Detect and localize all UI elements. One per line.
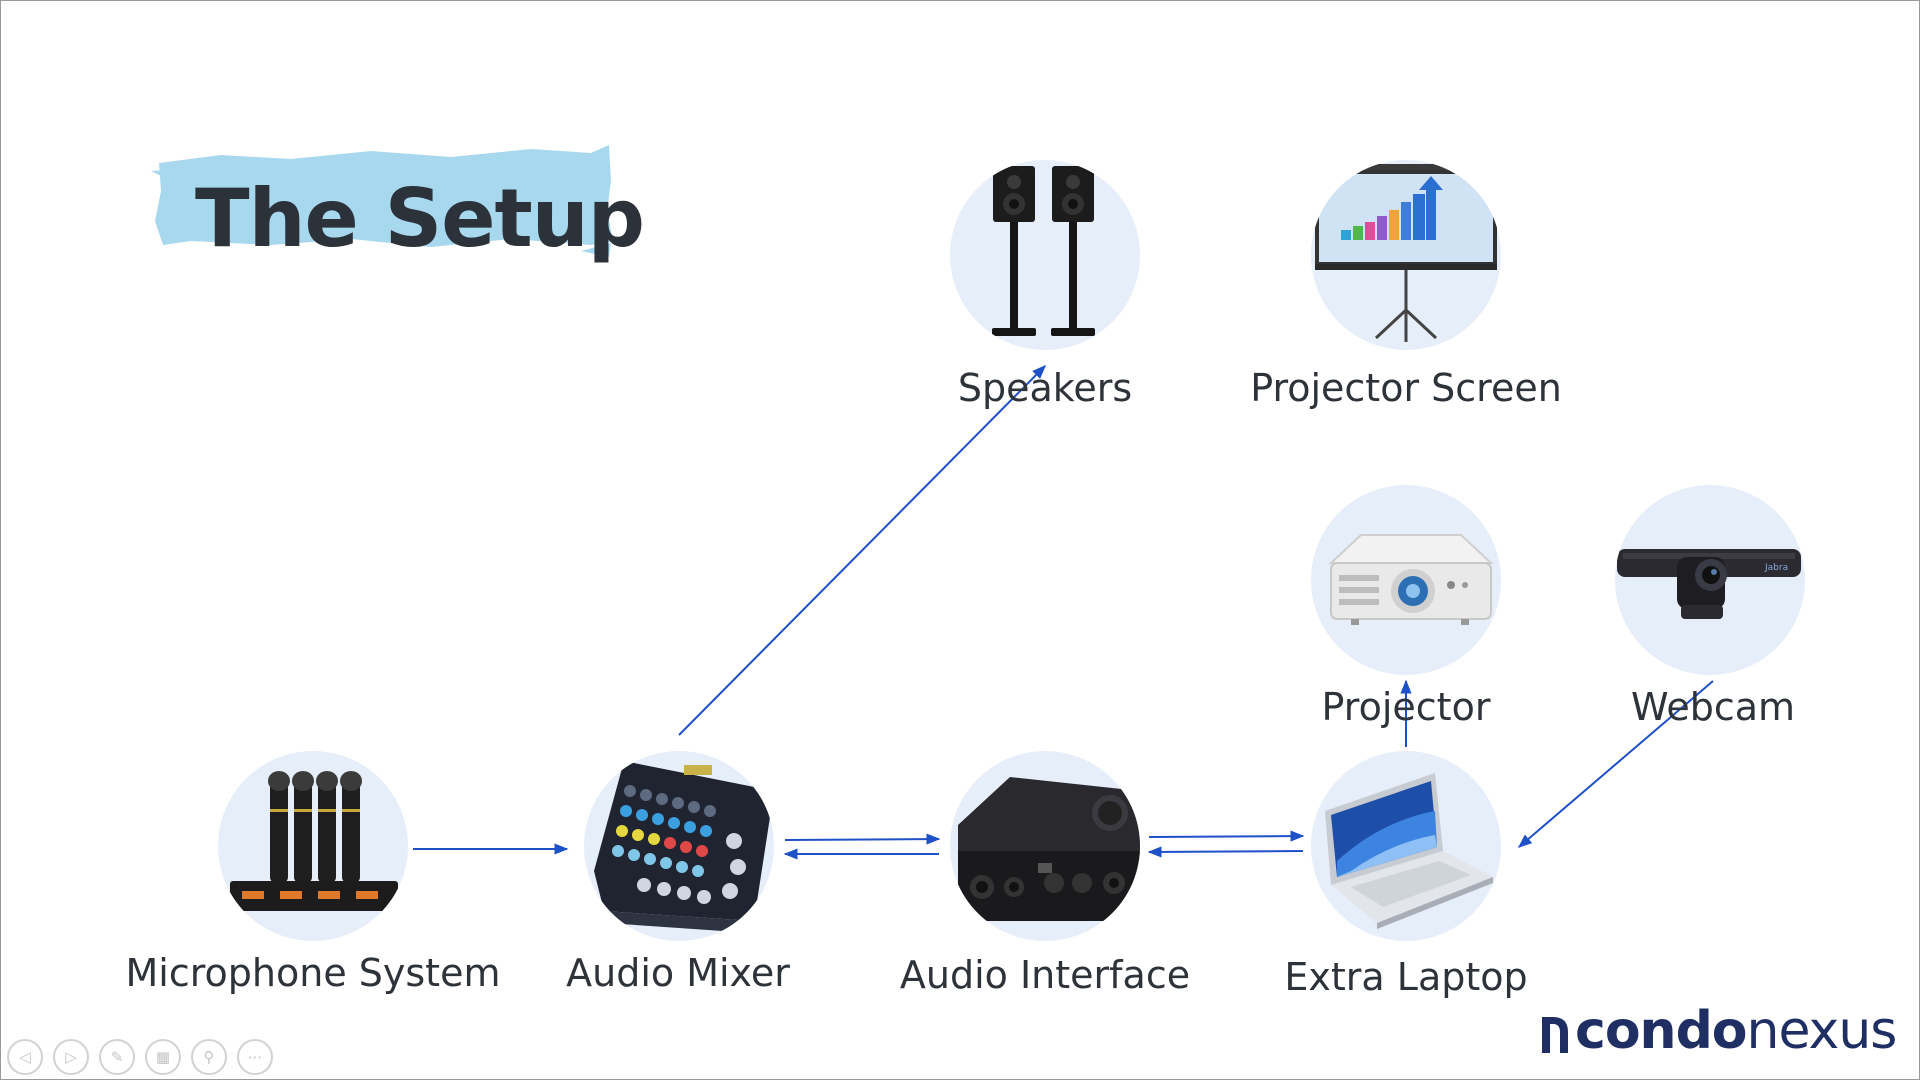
projector-screen-node	[1311, 160, 1501, 350]
extra-laptop-node	[1311, 751, 1501, 941]
pen-button[interactable]: ✎	[99, 1039, 135, 1075]
microphone-system-label: Microphone System	[125, 951, 501, 995]
audio-interface-node	[950, 751, 1140, 941]
audio-interface-icon	[958, 777, 1140, 921]
more-button[interactable]: ⋯	[237, 1039, 273, 1075]
title-block: The Setup	[151, 141, 645, 281]
webcam-label: Webcam	[1630, 685, 1796, 729]
connector-webcam-to-laptop	[1517, 680, 1714, 848]
projector-icon	[1328, 534, 1494, 625]
speakers-icon	[992, 166, 1095, 336]
previous-button[interactable]: ◁	[7, 1039, 43, 1075]
svg-text:Jabra: Jabra	[1764, 563, 1788, 573]
next-button[interactable]: ▷	[53, 1039, 89, 1075]
brand-name-bold: condo	[1575, 1001, 1748, 1061]
zoom-icon: ⚲	[203, 1048, 215, 1066]
projector-label: Projector	[1321, 685, 1491, 729]
projector-node	[1311, 485, 1501, 675]
microphone-system-icon	[230, 771, 398, 911]
speakers-node	[950, 160, 1140, 350]
slides-grid-icon: ▦	[155, 1048, 171, 1066]
projector-screen-label: Projector Screen	[1250, 366, 1562, 410]
presentation-controls: ◁ ▷ ✎ ▦ ⚲ ⋯	[7, 1039, 273, 1075]
audio-interface-label: Audio Interface	[899, 953, 1191, 997]
connector-mixer-to-speakers	[678, 365, 1046, 736]
speakers-label: Speakers	[957, 366, 1133, 410]
brush-highlight	[151, 145, 613, 257]
next-icon: ▷	[65, 1048, 77, 1066]
connector-laptop-to-interface	[1147, 846, 1304, 858]
slide-title: The Setup	[195, 172, 645, 265]
audio-mixer-node	[584, 751, 774, 941]
audio-mixer-label: Audio Mixer	[566, 951, 790, 995]
projector-screen-icon	[1313, 164, 1499, 342]
extra-laptop-label: Extra Laptop	[1284, 955, 1528, 999]
connector-interface-to-laptop	[1148, 830, 1305, 842]
slides-grid-button[interactable]: ▦	[145, 1039, 181, 1075]
pen-icon: ✎	[110, 1048, 124, 1066]
zoom-button[interactable]: ⚲	[191, 1039, 227, 1075]
laptop-icon	[1325, 773, 1493, 929]
audio-mixer-icon	[594, 761, 774, 933]
more-icon: ⋯	[247, 1048, 263, 1066]
brand-mark-icon	[1542, 1017, 1568, 1053]
microphone-system-node	[218, 751, 408, 941]
connector-mixer-to-interface	[784, 833, 941, 845]
webcam-icon: Jabra	[1617, 549, 1801, 619]
brand-name-light: nexus	[1746, 1001, 1898, 1061]
webcam-node: Jabra	[1615, 485, 1805, 675]
previous-icon: ◁	[19, 1048, 31, 1066]
